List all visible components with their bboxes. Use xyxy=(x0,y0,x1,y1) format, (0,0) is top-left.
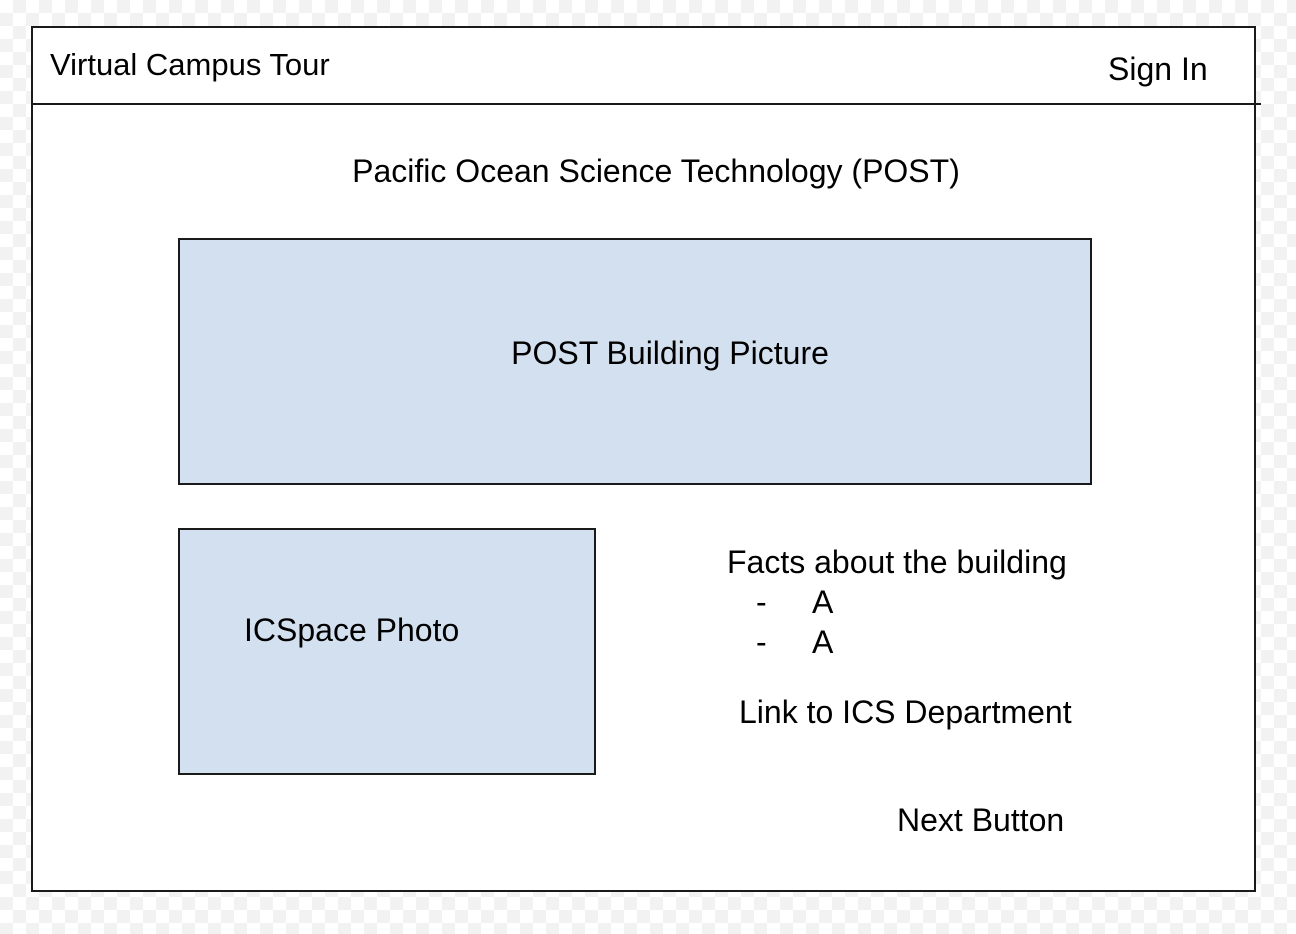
ics-department-link[interactable]: Link to ICS Department xyxy=(739,694,1072,730)
fact-list-item: -A xyxy=(756,623,833,661)
post-building-picture: POST Building Picture xyxy=(178,238,1092,485)
fact-text: A xyxy=(812,624,834,660)
fact-text: A xyxy=(812,584,834,620)
fact-bullet: - xyxy=(756,584,767,620)
next-button[interactable]: Next Button xyxy=(897,802,1065,838)
fact-bullet: - xyxy=(756,624,767,660)
page-title: Pacific Ocean Science Technology (POST) xyxy=(352,153,960,189)
icspace-photo: ICSpace Photo xyxy=(178,528,596,775)
fact-list-item: -A xyxy=(756,583,833,621)
sign-in-link[interactable]: Sign In xyxy=(1108,51,1208,87)
post-building-picture-label: POST Building Picture xyxy=(511,335,829,371)
app-title: Virtual Campus Tour xyxy=(50,47,330,82)
header-divider xyxy=(31,103,1261,105)
facts-heading: Facts about the building xyxy=(727,544,1067,580)
icspace-photo-label: ICSpace Photo xyxy=(244,612,460,648)
